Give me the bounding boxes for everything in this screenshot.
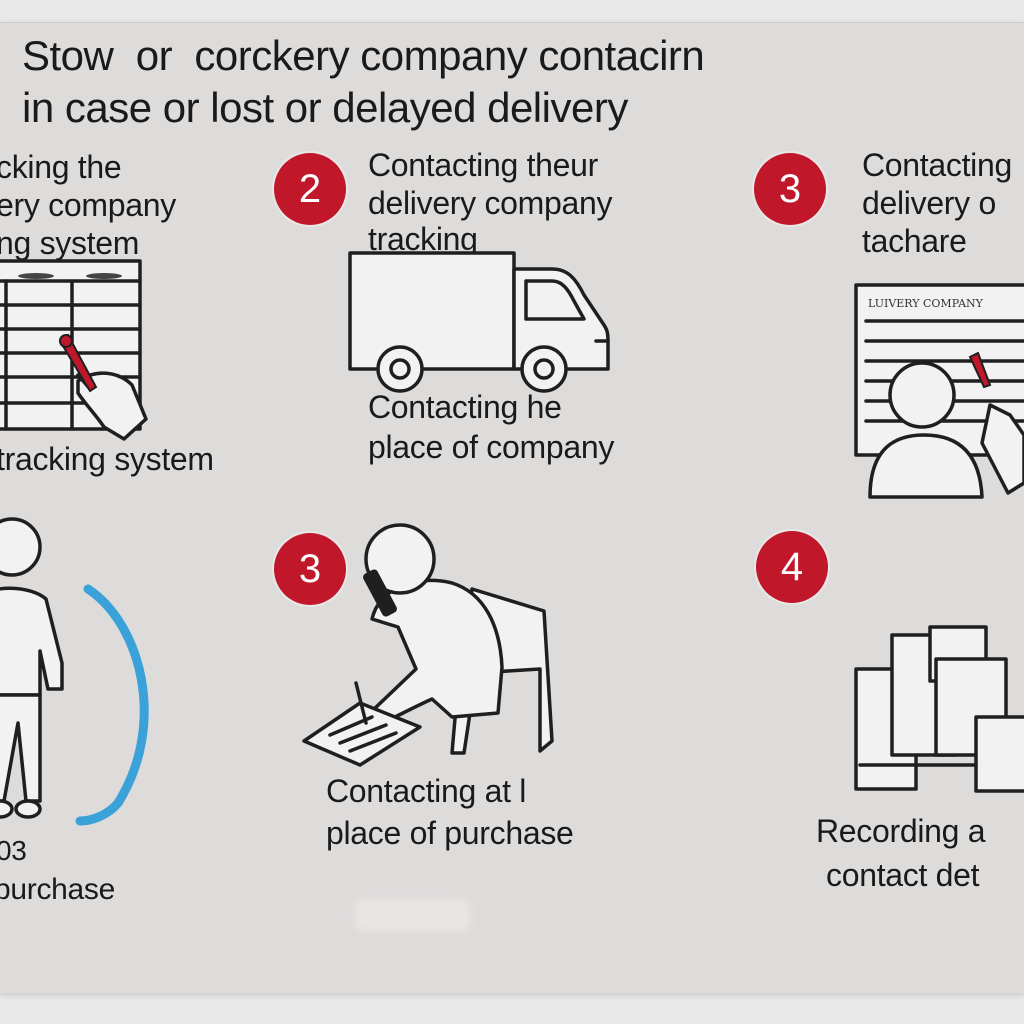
title-line-1: Stow or corckery company contacirn xyxy=(22,32,705,79)
progress-arc xyxy=(75,584,149,826)
panel-4-caption-1: 03 xyxy=(0,835,27,866)
panel-2-text-1: Contacting theur xyxy=(368,147,599,183)
panel-3-text-2: delivery o xyxy=(862,185,996,221)
step-badge-3-bottom: 3 xyxy=(274,533,346,605)
phone-call-icon xyxy=(302,523,554,767)
panel-6-caption-1: Recording a xyxy=(816,813,986,849)
panel-2-text-3: tracking xyxy=(368,221,478,257)
panel-1-caption: tracking system xyxy=(0,441,214,477)
infographic-poster: Stow or corckery company contacirn in ca… xyxy=(0,22,1024,993)
panel-6-caption-2: contact det xyxy=(826,857,980,893)
document-heading: LUIVERY COMPANY xyxy=(868,297,984,310)
panel-1-text-1: cking the xyxy=(0,149,122,185)
panel-5-caption-1: Contacting at l xyxy=(326,773,527,809)
panel-4-caption-2: purchase xyxy=(0,873,116,906)
panel-1-text-2: ery company xyxy=(0,187,176,223)
step-badge-4: 4 xyxy=(756,531,828,603)
step-badge-2: 2 xyxy=(274,153,346,225)
parcel-boxes-icon xyxy=(854,625,1024,793)
pointing-hand-icon xyxy=(58,333,148,441)
panel-1-text-3: ng system xyxy=(0,225,140,261)
panel-2-text-2: delivery company xyxy=(368,185,613,221)
title-line-2: in case or lost or delayed delivery xyxy=(22,84,628,131)
panel-5-caption-2: place of purchase xyxy=(326,815,574,851)
smudge-mark xyxy=(355,899,470,931)
person-icon xyxy=(0,517,64,819)
person-writing-icon xyxy=(868,351,1024,499)
panel-3-text-1: Contacting xyxy=(862,147,1012,183)
delivery-truck-icon xyxy=(348,251,610,393)
panel-2-caption-1: Contacting he xyxy=(368,389,562,425)
panel-2-caption-2: place of company xyxy=(368,429,615,465)
illustrations: LUIVERY COMPANY xyxy=(0,251,1024,826)
panel-3-text-3: tachare xyxy=(862,223,967,259)
step-badge-3-top: 3 xyxy=(754,153,826,225)
